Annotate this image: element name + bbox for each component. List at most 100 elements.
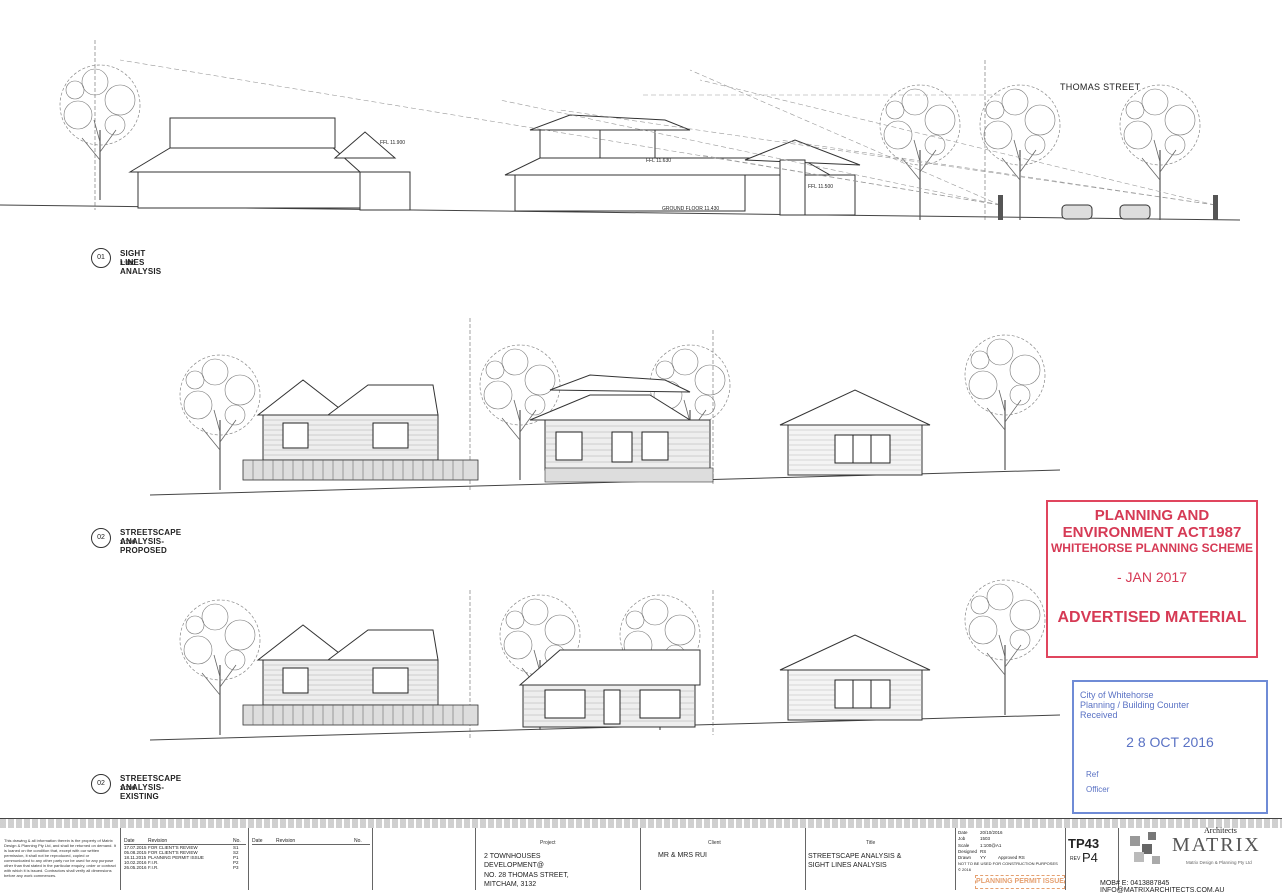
project-line: DEVELOPMENT@ — [484, 862, 545, 870]
rev-desc: PLANNING PERMIT ISSUE — [148, 855, 204, 860]
rev2-header-revision: Revision — [276, 838, 296, 844]
rev-desc: F.I.R. — [148, 860, 159, 865]
company-logo: Architects MATRIX Matrix Design & Planni… — [1124, 826, 1282, 878]
stamp-date: - JAN 2017 — [1116, 569, 1188, 586]
drawing-01-number: 01 — [91, 248, 111, 268]
logo-subtext: Matrix Design & Planning Pty Ltd — [1186, 860, 1252, 865]
rev-header-no: No. — [233, 838, 241, 844]
sight-lines-elevation — [0, 40, 1241, 222]
rev-date: 26.05.2016 — [124, 865, 147, 870]
received-line-2: Planning / Building Counter — [1080, 700, 1190, 710]
permit-issue-stamp: PLANNING PERMIT ISSUE — [975, 875, 1065, 889]
rev-header-date: Date — [124, 838, 135, 844]
drawing-02-title: STREETSCAPE ANALYSIS- PROPOSED — [120, 528, 182, 555]
drawing-02-number: 02 — [91, 528, 111, 548]
planning-advertised-stamp: PLANNING AND ENVIRONMENT ACT1987 WHITEHO… — [1046, 500, 1258, 658]
rev-date: 10.02.2016 — [124, 860, 147, 865]
rev-desc: F.I.R. — [148, 865, 159, 870]
meta-key: Date — [958, 830, 968, 835]
cube-logo-icon — [1130, 832, 1160, 864]
meta-row: Scale 1:100@A1 — [958, 843, 1062, 849]
meta-value: 1:100@A1 — [980, 842, 1002, 848]
rev2-header-no: No. — [354, 838, 362, 844]
sheet-title: STREETSCAPE ANALYSIS & SIGHT LINES ANALY… — [808, 852, 901, 871]
meta-row: Date 20/10/2016 — [958, 830, 1062, 836]
revisions-header: Date Revision No. — [124, 838, 246, 845]
approved-by: Approved RS — [998, 855, 1025, 861]
not-for-construction: NOT TO BE USED FOR CONSTRUCTION PURPOSES — [958, 861, 1058, 867]
project-line: 2 TOWNHOUSES — [484, 853, 541, 860]
rev-date: 05.08.2015 — [124, 850, 147, 855]
level-label-1: FFL 11.900 — [380, 140, 406, 146]
meta-key: Job — [958, 836, 966, 842]
disclaimer-text: This drawing & all information therein i… — [4, 838, 116, 878]
meta-value: 20/10/2016 — [980, 830, 1003, 835]
title-label: Title — [866, 840, 876, 846]
project-label: Project — [540, 840, 556, 846]
revisions2-header: Date Revision No. — [252, 838, 370, 845]
client-name: MR & MRS RUI — [658, 852, 707, 859]
client-label: Client — [708, 840, 721, 846]
project-line: MITCHAM, 3132 — [484, 881, 537, 889]
meta-key: Designed — [958, 848, 978, 854]
rev-label: REV — [1070, 856, 1081, 862]
meta-value: YY — [980, 855, 987, 861]
council-received-stamp: City of Whitehorse Planning / Building C… — [1072, 680, 1268, 814]
stamp-line-1: PLANNING AND — [1094, 507, 1210, 524]
level-label-4: GROUND FLOOR 11.430 — [662, 206, 720, 212]
rev-no: P3 — [233, 865, 239, 870]
title-line: STREETSCAPE ANALYSIS & — [808, 853, 902, 860]
received-ref: Ref — [1086, 770, 1099, 779]
logo-text: MATRIX — [1172, 834, 1261, 856]
logo-top-text: Architects — [1204, 826, 1237, 835]
drawing-03-title: STREETSCAPE ANALYSIS- EXISTING — [120, 774, 182, 801]
received-officer: Officer — [1086, 785, 1110, 794]
rev-desc: FOR CLIENT'S REVIEW — [148, 845, 198, 850]
sheet-number: TP43 — [1068, 836, 1100, 851]
drawing-01-title: SIGHT LINES ANALYSIS — [120, 249, 162, 276]
rev-no: P2 — [233, 860, 239, 865]
stamp-line-3: WHITEHORSE PLANNING SCHEME — [1050, 540, 1253, 555]
stamp-line-2: ENVIRONMENT ACT1987 — [1062, 524, 1242, 542]
contact-info: MOB# E: 0413887845 INFO@MATRIXARCHITECTS… — [1100, 880, 1225, 894]
drawing-02-scale: 1:100 — [120, 540, 136, 546]
drawing-03-number: 02 — [91, 774, 111, 794]
rev2-header-date: Date — [252, 838, 263, 844]
meta-value: 1503 — [980, 836, 991, 842]
level-label-3: FFL 11.500 — [808, 184, 834, 190]
meta-key: Scale — [958, 842, 970, 848]
rev-no: S1 — [233, 845, 239, 850]
meta-row: Job 1503 — [958, 836, 1062, 842]
sheet-meta: Date 20/10/2016 Job 1503 Scale 1:100@A1 Des… — [958, 830, 1062, 873]
stamp-advertised: ADVERTISED MATERIAL — [1057, 609, 1247, 627]
streetscape-existing-elevation — [149, 579, 1061, 741]
project-line: NO. 28 THOMAS STREET, — [484, 871, 569, 879]
received-line-3: Received — [1080, 710, 1118, 720]
rev-header-revision: Revision — [148, 838, 168, 844]
drawing-03-scale: 1:100 — [120, 786, 136, 792]
revision-code: P4 — [1082, 850, 1098, 865]
title-block — [0, 818, 1282, 891]
level-label-2: FFL 11.630 — [646, 158, 672, 164]
received-date: 2 8 OCT 2016 — [1126, 734, 1214, 750]
rev-desc: FOR CLIENT'S REVIEW — [148, 850, 198, 855]
streetscape-proposed-elevation — [149, 318, 1061, 496]
street-label: THOMAS STREET — [1060, 82, 1141, 92]
drawing-01-scale: 1:100 — [120, 261, 136, 267]
meta-value: RS — [980, 848, 987, 854]
copyright: © 2016 — [958, 867, 971, 873]
rev-date: 17.07.2015 — [124, 845, 147, 850]
rev-date: 18.11.2015 — [124, 855, 147, 860]
received-line-1: City of Whitehorse — [1080, 690, 1154, 700]
rev-no: P1 — [233, 855, 239, 860]
title-line: SIGHT LINES ANALYSIS — [808, 862, 887, 870]
